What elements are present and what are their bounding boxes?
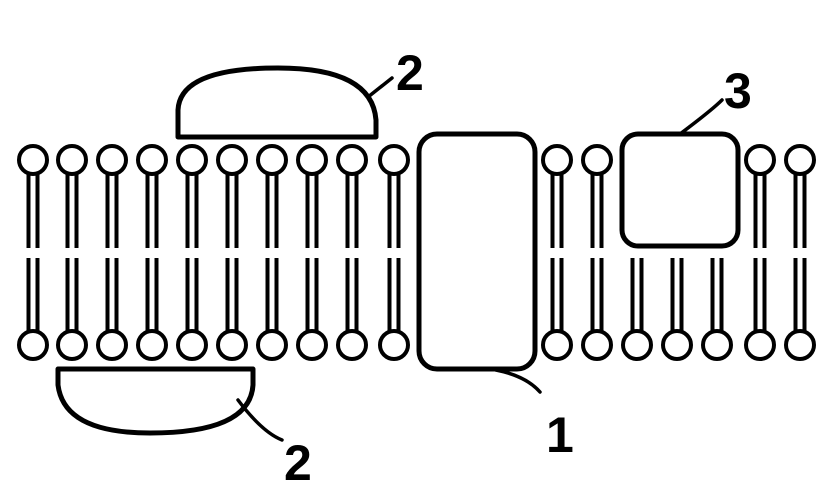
lipid-bilayer	[17, 144, 816, 361]
lipid-head-upper	[56, 144, 88, 176]
lipid-head-lower	[256, 329, 288, 361]
lipid-head-lower	[621, 329, 653, 361]
lipid-head-lower	[56, 329, 88, 361]
lipid-head-upper	[176, 144, 208, 176]
leader-line-3	[678, 98, 724, 136]
leader-line-2-bottom	[236, 398, 284, 442]
label-2-bottom: 2	[284, 435, 312, 491]
lipid-head-lower	[17, 329, 49, 361]
lipid-head-upper	[136, 144, 168, 176]
label-1: 1	[546, 407, 574, 463]
lipid-head-lower	[336, 329, 368, 361]
label-3: 3	[724, 63, 752, 119]
lipid-head-upper	[784, 144, 816, 176]
lipid-head-upper	[336, 144, 368, 176]
lipid-head-upper	[296, 144, 328, 176]
peripheral-protein-top	[175, 65, 379, 140]
lipid-head-lower	[581, 329, 613, 361]
lipid-head-upper	[541, 144, 573, 176]
integral-protein	[416, 131, 538, 372]
lipid-head-upper	[256, 144, 288, 176]
lipid-head-lower	[96, 329, 128, 361]
lipid-head-lower	[701, 329, 733, 361]
leader-line-1	[494, 368, 542, 394]
semi-integral-protein	[619, 131, 741, 249]
lipid-head-lower	[541, 329, 573, 361]
lipid-head-upper	[378, 144, 410, 176]
lipid-head-upper	[216, 144, 248, 176]
lipid-head-lower	[136, 329, 168, 361]
lipid-head-lower	[296, 329, 328, 361]
lipid-head-lower	[378, 329, 410, 361]
lipid-head-lower	[176, 329, 208, 361]
lipid-head-upper	[96, 144, 128, 176]
lipid-head-upper	[17, 144, 49, 176]
label-2-top: 2	[396, 45, 424, 101]
lipid-head-lower	[784, 329, 816, 361]
lipid-head-lower	[744, 329, 776, 361]
lipid-head-upper	[744, 144, 776, 176]
lipid-head-upper	[581, 144, 613, 176]
lipid-head-lower	[216, 329, 248, 361]
leader-line-2-top	[366, 76, 394, 99]
peripheral-protein-bottom	[55, 366, 256, 436]
lipid-head-lower	[661, 329, 693, 361]
